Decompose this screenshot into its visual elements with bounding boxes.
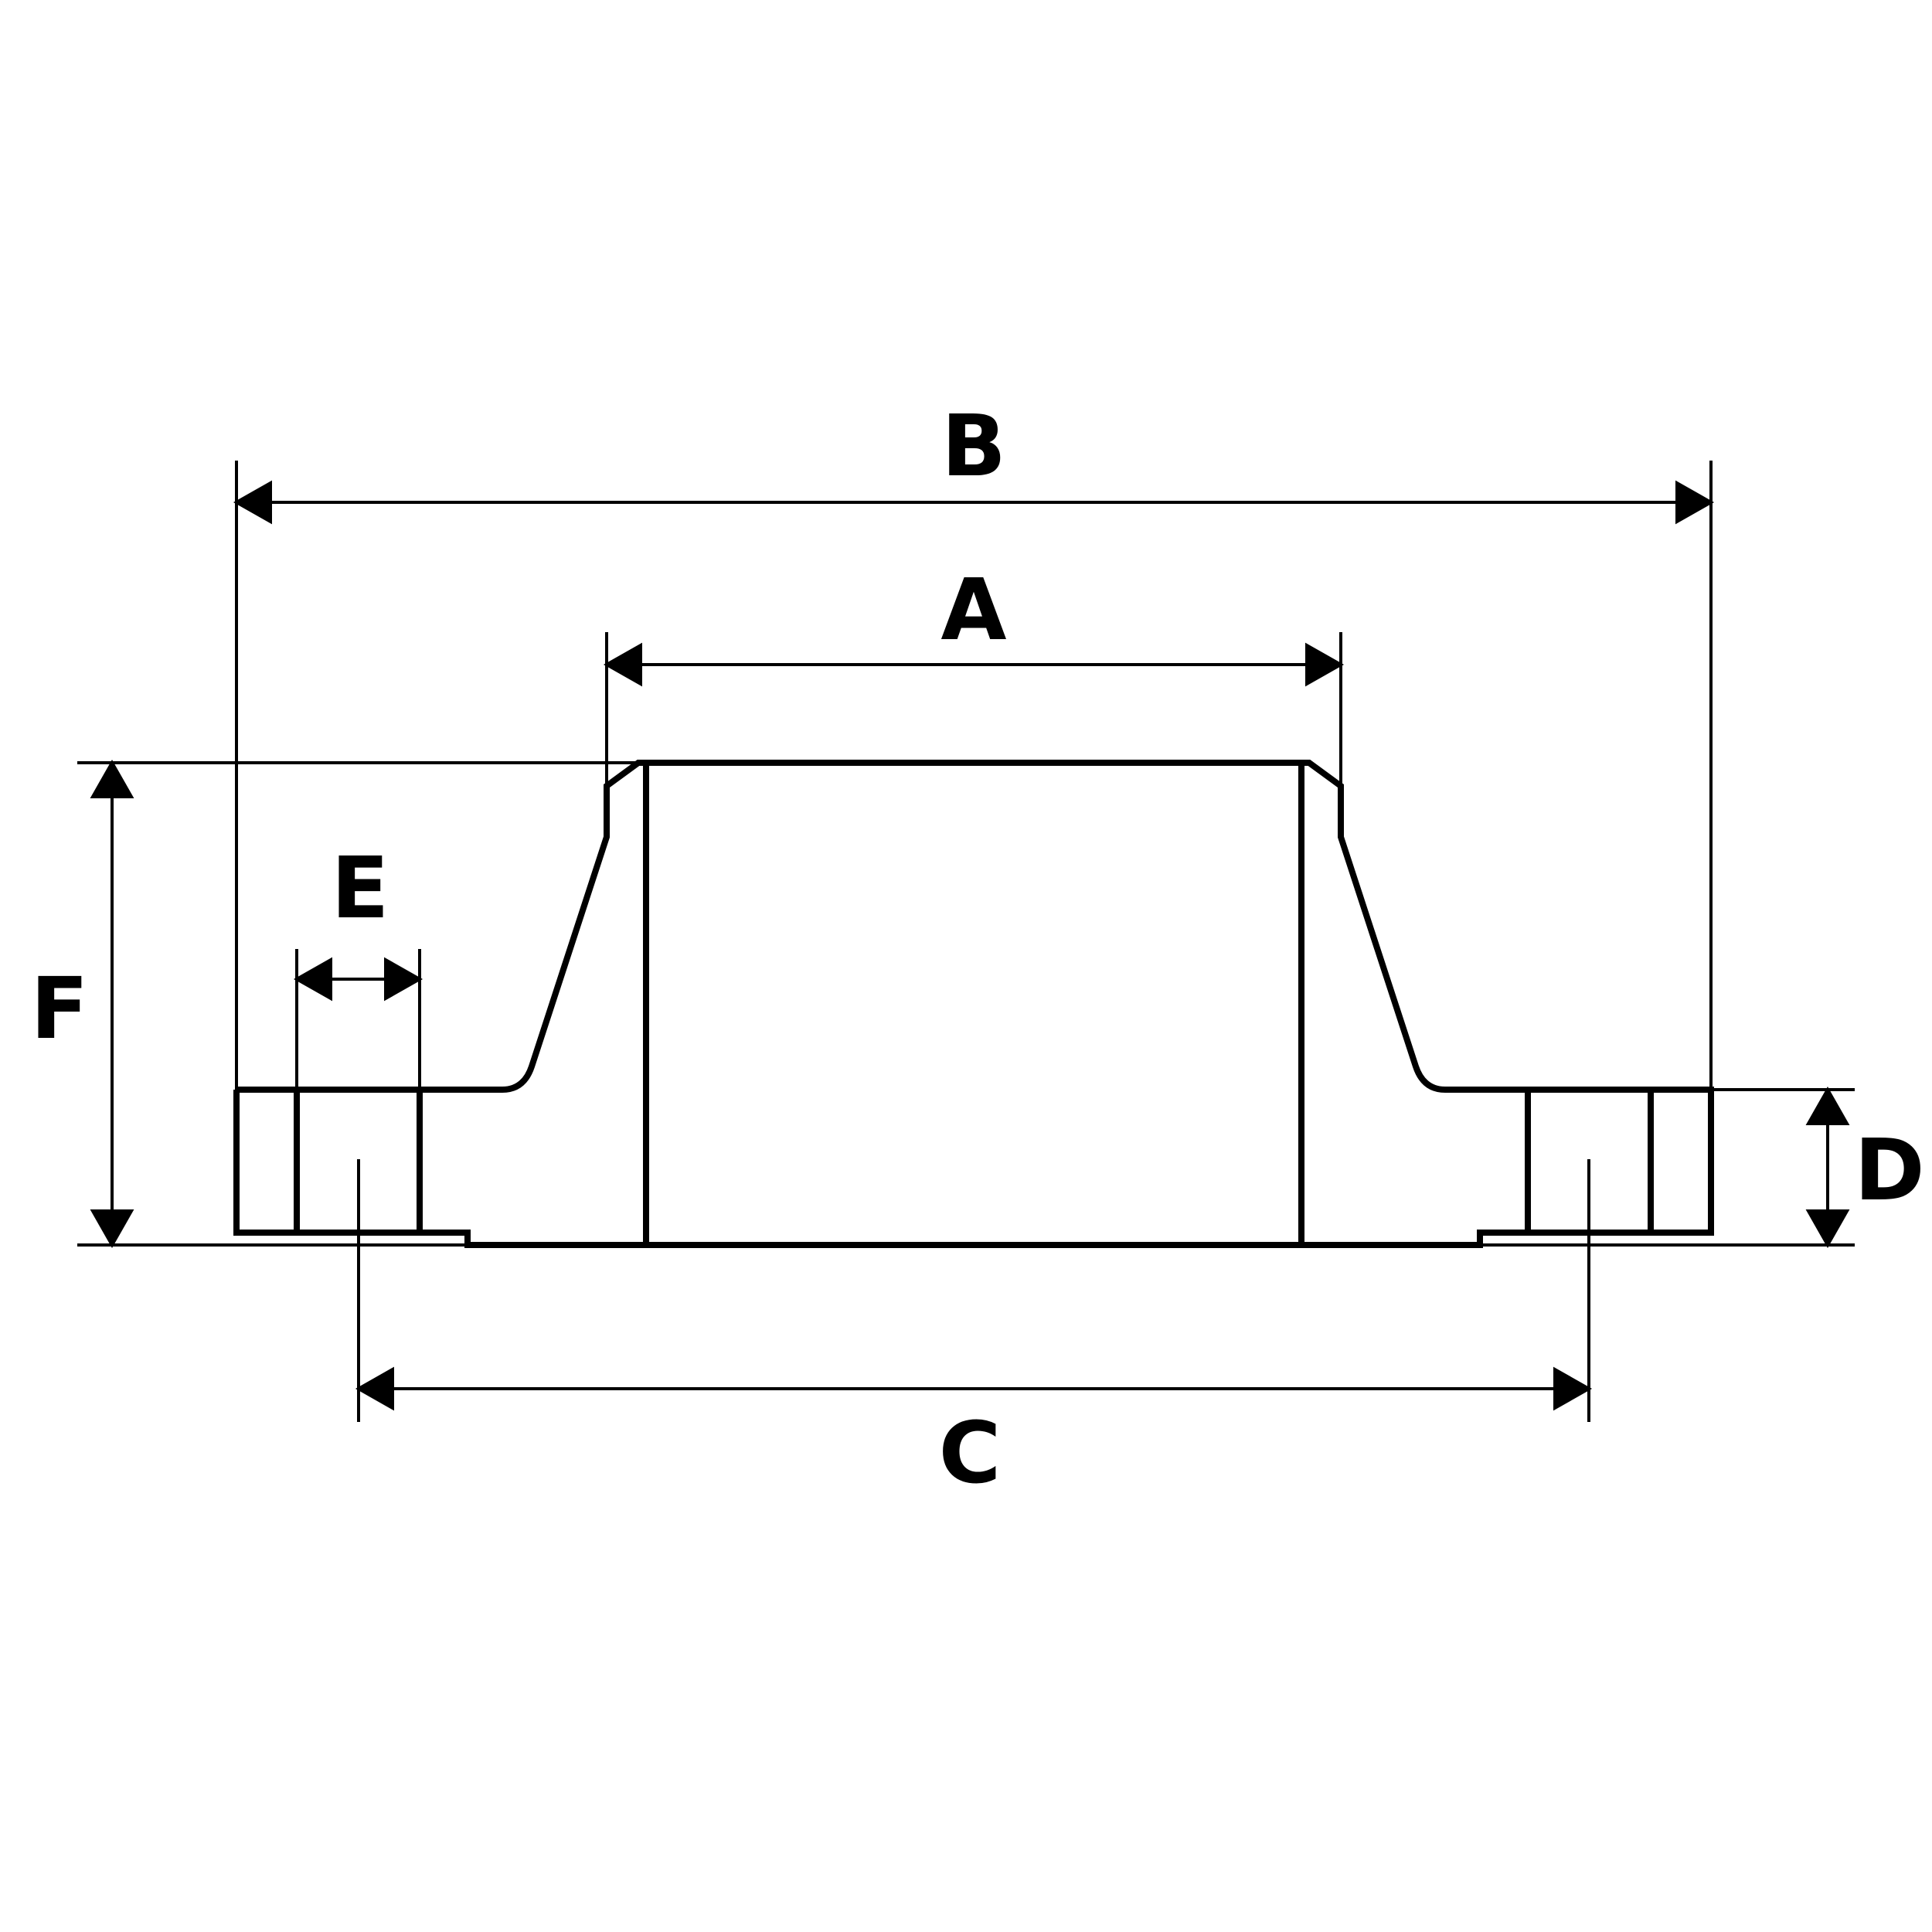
flange-outline — [233, 760, 1714, 1248]
label-b: B — [941, 396, 1006, 495]
arrow-d-top — [1805, 1086, 1850, 1125]
label-c: C — [939, 1403, 1002, 1502]
dimension-labels: B A E F D C — [30, 396, 1924, 1502]
arrow-e-right — [384, 957, 423, 1002]
arrow-a-left — [603, 642, 642, 687]
arrow-a-right — [1305, 642, 1345, 687]
extension-lines — [77, 461, 1855, 1422]
label-f: F — [30, 959, 88, 1058]
arrow-f-top — [90, 759, 134, 798]
label-a: A — [940, 560, 1006, 659]
label-d: D — [1854, 1121, 1924, 1219]
arrow-f-bottom — [90, 1209, 134, 1249]
label-e: E — [331, 838, 389, 937]
dimension-lines — [90, 480, 1850, 1411]
arrow-d-bottom — [1805, 1209, 1850, 1249]
arrow-b-left — [233, 480, 272, 525]
arrow-c-left — [355, 1366, 394, 1411]
arrow-c-right — [1553, 1366, 1593, 1411]
flange-left-profile — [233, 760, 1714, 1248]
arrow-b-right — [1675, 480, 1715, 525]
arrow-e-left — [293, 957, 332, 1002]
